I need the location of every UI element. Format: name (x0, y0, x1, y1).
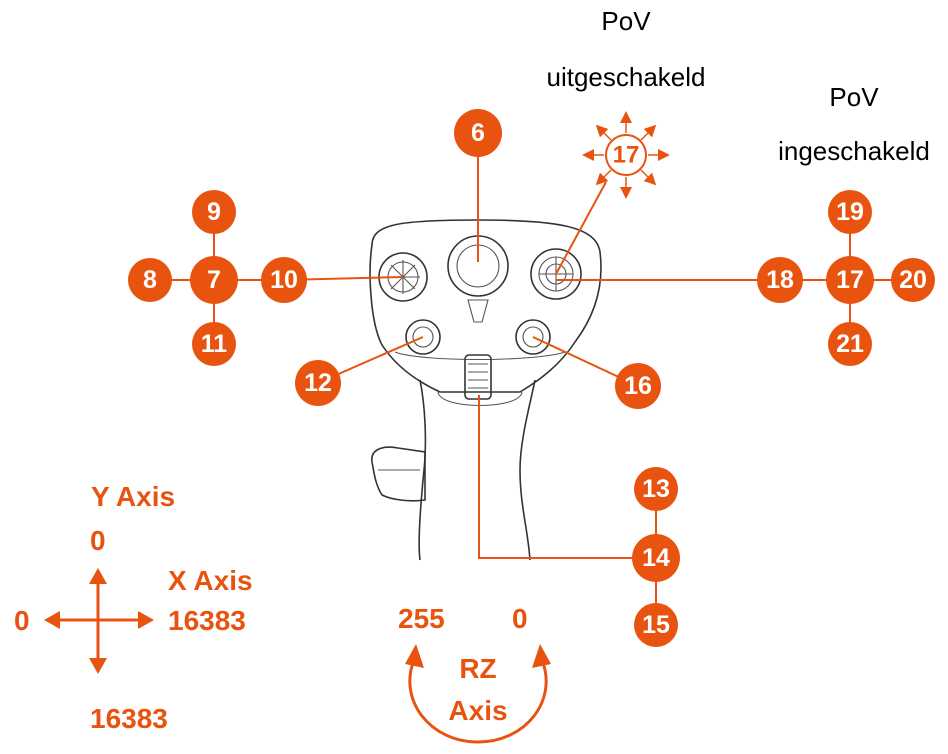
svg-text:15: 15 (642, 611, 670, 639)
callout-6-label: 6 (471, 119, 485, 147)
pov-on-label-line1: PoV (829, 82, 879, 112)
svg-text:14: 14 (642, 544, 670, 572)
joystick-head-outline (369, 219, 602, 393)
callout-14: 14 (632, 534, 680, 582)
svg-text:12: 12 (304, 369, 332, 397)
rz-label-line1: RZ (459, 653, 496, 684)
y-axis-label: Y Axis (91, 481, 175, 512)
svg-text:17: 17 (613, 142, 640, 169)
svg-text:17: 17 (836, 266, 864, 294)
svg-text:19: 19 (836, 198, 864, 226)
svg-text:8: 8 (143, 266, 157, 294)
callout-21: 21 (828, 322, 872, 366)
x-axis-min: 0 (14, 605, 30, 636)
y-axis-max: 16383 (90, 703, 168, 734)
joystick-grip-outline (418, 379, 427, 561)
svg-text:9: 9 (207, 198, 221, 226)
callout-20: 20 (891, 258, 935, 302)
callout-9: 9 (192, 190, 236, 234)
callout-11: 11 (192, 322, 236, 366)
svg-text:11: 11 (201, 330, 228, 358)
pov-on-label-line2: ingeschakeld (778, 136, 930, 166)
callout-8: 8 (128, 258, 172, 302)
rz-right-value: 0 (512, 603, 528, 634)
side-trigger (371, 446, 426, 502)
callout-16: 16 (615, 363, 661, 409)
callout-18: 18 (757, 257, 803, 303)
pov-off-label-line2: uitgeschakeld (547, 62, 706, 92)
svg-text:18: 18 (766, 266, 794, 294)
rz-label-line2: Axis (448, 695, 507, 726)
callout-17-hat: 17 (826, 256, 874, 304)
callout-12: 12 (295, 360, 341, 406)
xy-cross-arrows (44, 568, 154, 674)
rz-axis-legend: 255 0 RZ Axis (398, 603, 551, 744)
callout-6: 6 (454, 109, 502, 157)
svg-text:7: 7 (207, 266, 221, 294)
svg-text:20: 20 (899, 266, 927, 294)
leader-lines (150, 148, 913, 625)
svg-text:10: 10 (270, 266, 298, 294)
rz-left-value: 255 (398, 603, 445, 634)
svg-text:13: 13 (642, 475, 670, 503)
callout-7: 7 (190, 256, 238, 304)
svg-text:16: 16 (624, 372, 652, 400)
xy-axis-legend: Y Axis 0 X Axis 16383 0 16383 (14, 481, 253, 734)
callout-13: 13 (634, 467, 678, 511)
pov-off-label-line1: PoV (601, 6, 651, 36)
callout-10: 10 (261, 257, 307, 303)
rz-rotation-arc (408, 659, 548, 744)
x-axis-max: 16383 (168, 605, 246, 636)
y-axis-min: 0 (90, 525, 106, 556)
pov-disabled-symbol: 17 (582, 111, 670, 199)
svg-text:21: 21 (836, 330, 864, 358)
callout-19: 19 (828, 190, 872, 234)
joystick-head-illustration (369, 219, 602, 561)
x-axis-label: X Axis (168, 565, 253, 596)
callout-15: 15 (634, 603, 678, 647)
